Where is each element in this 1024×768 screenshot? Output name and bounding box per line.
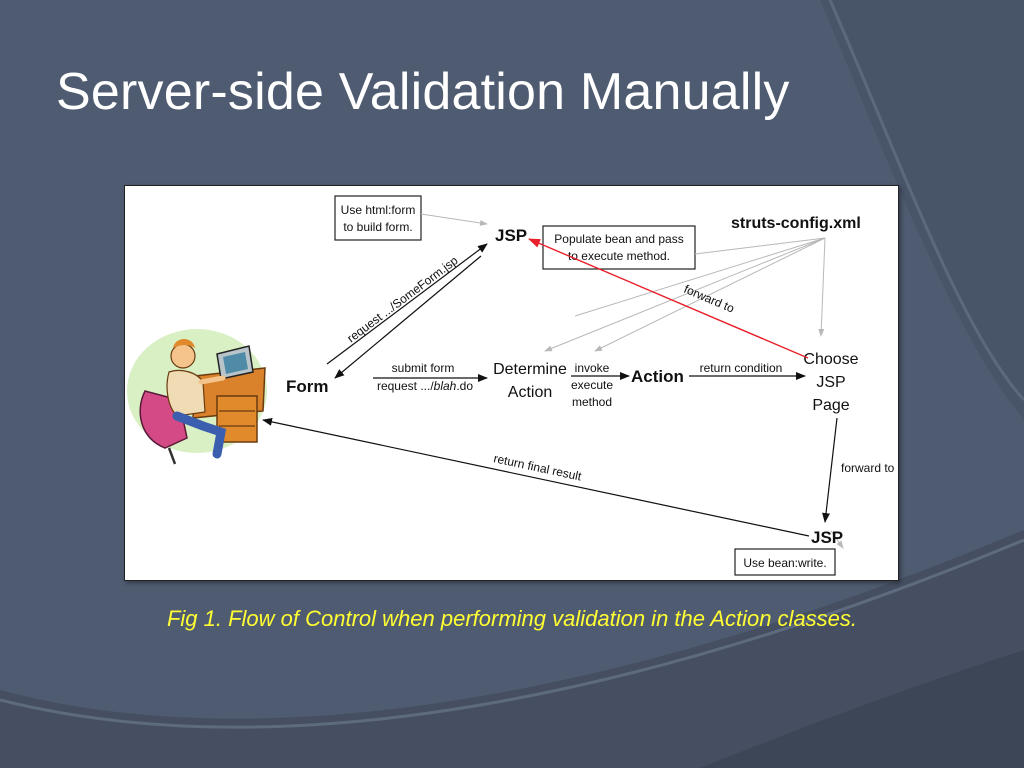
arrow-return-final-result [262,417,810,537]
node-form: Form [286,377,329,396]
label-forward-to-red: forward to [682,282,737,316]
label-request-blah-suffix: .do [456,379,473,393]
node-choose-line2: JSP [816,374,845,391]
label-invoke-line2: execute [571,378,613,392]
node-action: Action [631,367,684,386]
label-request-blah: request .../blah.do [377,379,473,393]
node-jsp-top: JSP [495,226,527,245]
node-determine-line1: Determine [493,361,567,378]
flow-diagram: Use html:form to build form. Populate be… [127,195,895,576]
note-populate-bean [542,225,696,270]
node-determine-line2: Action [508,384,552,401]
label-request-blah-prefix: request .../ [377,379,434,393]
note-populate-line2: to execute method. [568,249,670,263]
arrow-red-forward-to [528,238,809,359]
arrow-jsp-to-form [334,255,482,379]
note-html-form [334,195,422,241]
label-request-someform: request .../SomeForm.jsp [344,253,460,345]
flow-arrows [262,243,838,537]
note-populate-line1: Populate bean and pass [554,232,683,246]
note-html-form-line2: to build form. [343,220,412,234]
label-forward-to-right: forward to [841,461,895,475]
note-html-form-line1: Use html:form [341,203,416,217]
node-struts-config: struts-config.xml [731,215,861,232]
note-bean-write-text: Use bean:write. [743,556,826,570]
label-submit-form: submit form [392,361,455,375]
person-at-computer-clipart [127,329,267,465]
figure-caption: Fig 1. Flow of Control when performing v… [166,606,858,631]
arrow-form-to-jsp [326,243,488,365]
slide-title: Server-side Validation Manually [56,63,790,121]
label-invoke-line1: invoke [575,361,610,375]
label-invoke-line3: method [572,395,612,409]
label-request-blah-italic: blah [434,379,457,393]
node-choose-line3: Page [812,397,849,414]
note-bean-write [734,548,836,576]
node-jsp-bottom: JSP [811,528,843,547]
node-choose-line1: Choose [803,351,858,368]
light-connector-lines [420,213,844,549]
flow-diagram-figure: Use html:form to build form. Populate be… [124,185,899,581]
label-return-condition: return condition [700,361,783,375]
arrow-forward-to-jsp-bottom [822,417,838,523]
